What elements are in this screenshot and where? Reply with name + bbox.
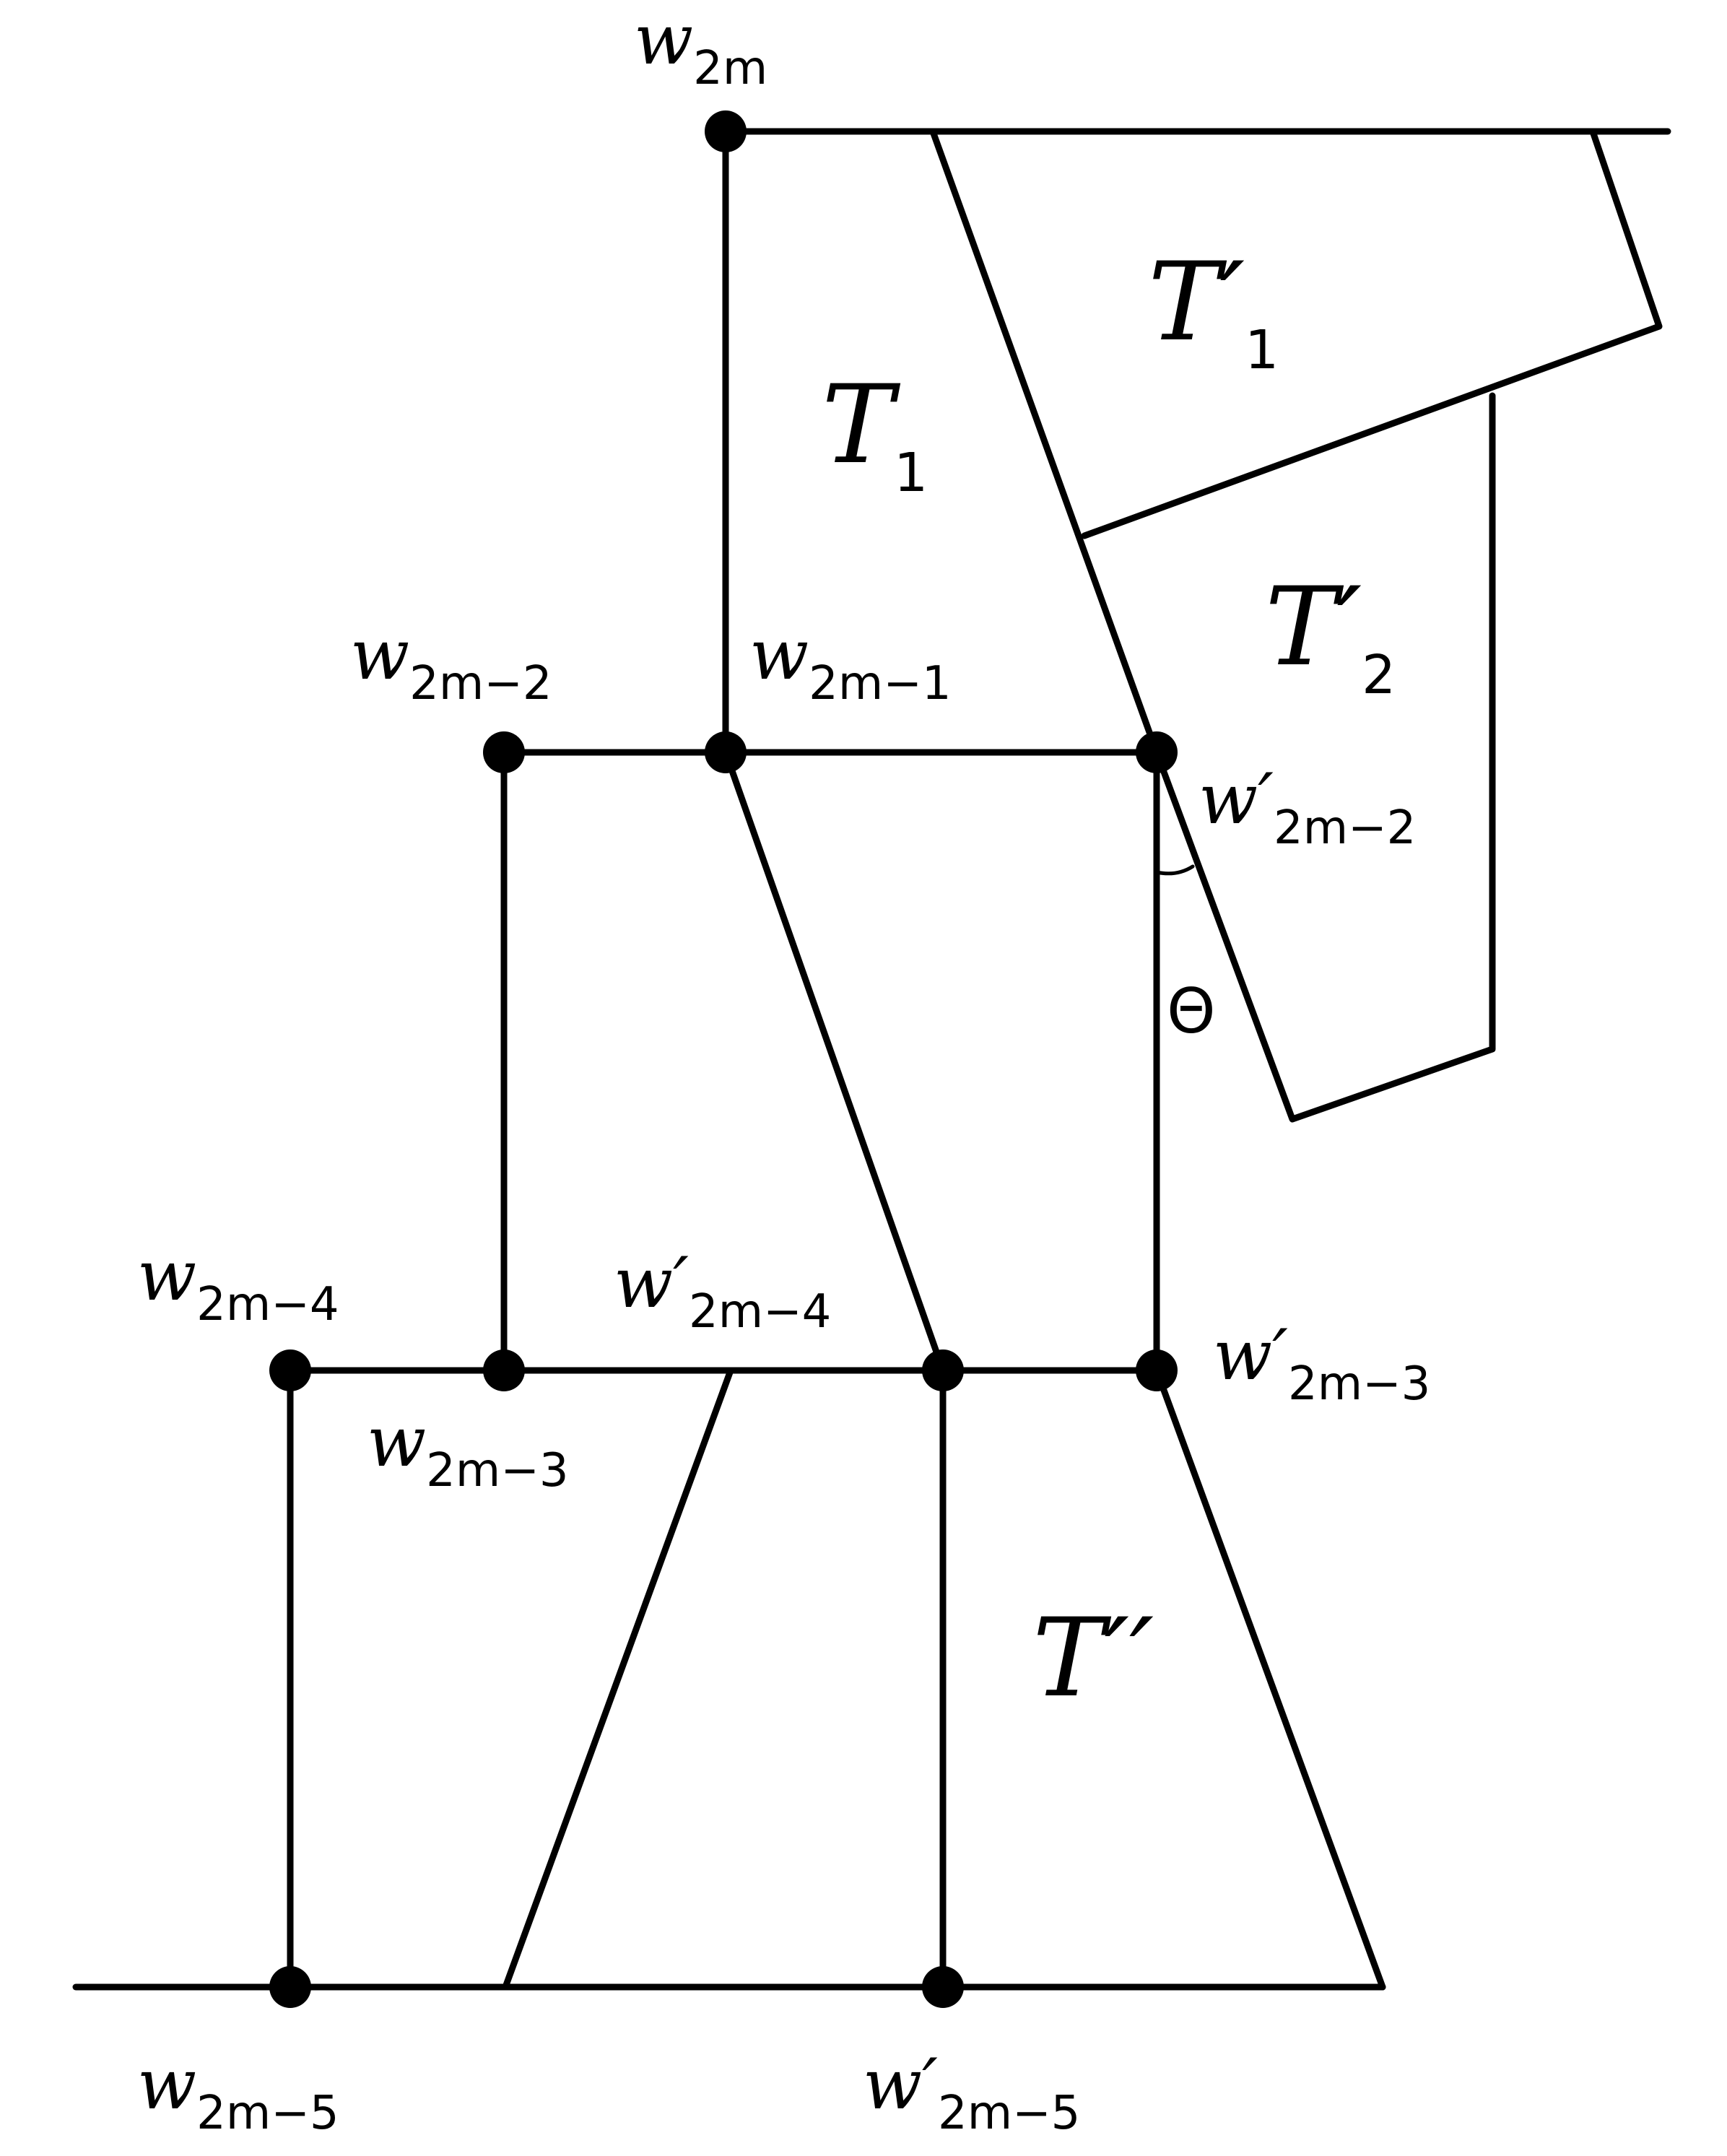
vertex-wp2m2	[1136, 731, 1178, 773]
label-w2m2: w2m−2	[350, 614, 552, 710]
label-Tp2: T′2	[1265, 565, 1396, 706]
label-w2m5: w2m−5	[137, 2044, 339, 2140]
edge-Tp1-right	[1081, 128, 1663, 539]
label-Tpp: T′′	[1032, 1596, 1154, 1721]
angle-arc	[1154, 864, 1195, 876]
label-w2m4: w2m−4	[137, 1235, 339, 1331]
label-w2m: w2m	[634, 0, 767, 95]
label-Tp1: T′1	[1148, 240, 1279, 381]
edge-lower-slant	[502, 1367, 734, 1991]
vertex-wp2m4	[922, 1349, 964, 1391]
vertex-w2m5	[269, 1966, 311, 2008]
vertex-w2m4	[269, 1349, 311, 1391]
vertex-wp2m5	[922, 1966, 964, 2008]
vertex-w2m1	[705, 731, 747, 773]
edge-T1-slant	[929, 128, 1160, 756]
label-wp2m4: w′2m−4	[614, 1243, 831, 1339]
angle-theta-label: Θ	[1167, 975, 1216, 1048]
vertex-w2m	[705, 110, 747, 152]
edges	[72, 128, 1671, 1991]
edge-w2m1-wp2m4	[722, 749, 947, 1374]
vertex-w2m2	[483, 731, 525, 773]
label-w2m3: w2m−3	[367, 1401, 569, 1498]
edge-Tp2-outline	[1153, 392, 1496, 1123]
vertex-wp2m3	[1136, 1349, 1178, 1391]
label-wp2m3: w′2m−3	[1213, 1315, 1430, 1411]
label-w2m1: w2m−1	[749, 614, 952, 710]
vertex-w2m3	[483, 1349, 525, 1391]
vertices	[269, 110, 1178, 2008]
region-labels: T1 T′1 T′2 T′′	[822, 240, 1396, 1721]
label-wp2m5: w′2m−5	[863, 2044, 1080, 2140]
label-wp2m2: w′2m−2	[1199, 759, 1416, 855]
vertex-labels: w2m w2m−2 w2m−1 w′2m−2 w2m−4 w′2m−4 w2m−…	[137, 0, 1430, 2140]
edge-Tpp-slant	[1153, 1367, 1386, 1991]
label-T1: T1	[822, 362, 928, 504]
